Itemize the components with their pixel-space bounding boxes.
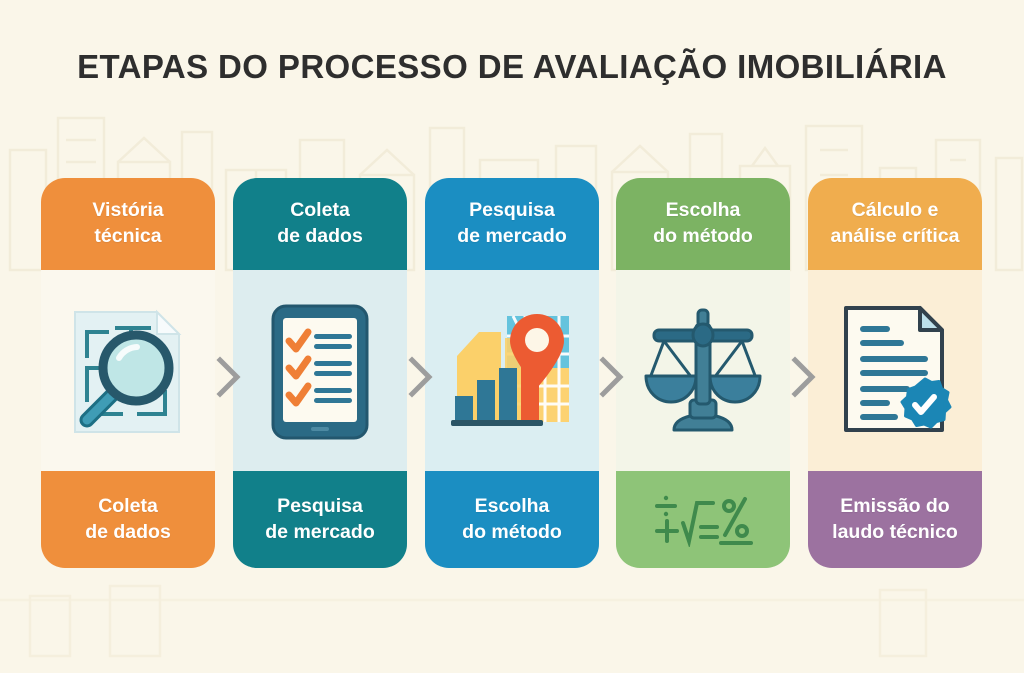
tablet-checklist-icon bbox=[271, 304, 369, 439]
step-card-1[interactable]: Vistória técnica bbox=[41, 178, 215, 568]
process-steps-rail: Vistória técnica bbox=[41, 178, 990, 568]
step-card-5[interactable]: Cálculo e análise crítica bbox=[808, 178, 982, 568]
step-card-3-body bbox=[425, 270, 599, 471]
blueprint-magnifier-icon bbox=[74, 309, 182, 433]
certified-document-icon bbox=[844, 305, 952, 432]
step-card-3-footer: Escolha do método bbox=[425, 471, 599, 568]
step-card-4-body bbox=[616, 270, 790, 471]
step-card-3-footer-line1: Escolha bbox=[474, 494, 550, 517]
barchart-map-pin-icon bbox=[451, 313, 569, 426]
step-card-1-header-line1: Vistória bbox=[92, 199, 164, 222]
step-card-1-body bbox=[41, 270, 215, 471]
step-card-4-header-line2: do método bbox=[653, 225, 753, 247]
step-card-5-header-line1: Cálculo e bbox=[851, 199, 939, 222]
step-card-5-header: Cálculo e análise crítica bbox=[808, 178, 982, 270]
step-card-5-footer-line2: laudo técnico bbox=[832, 520, 958, 543]
step-card-1-footer-line2: de dados bbox=[85, 520, 171, 543]
step-card-3[interactable]: Pesquisa de mercado bbox=[425, 178, 599, 568]
step-card-2[interactable]: Coleta de dados bbox=[233, 178, 407, 568]
step-card-4-footer bbox=[616, 471, 790, 568]
step-card-2-footer-line2: de mercado bbox=[265, 520, 375, 543]
step-card-2-header: Coleta de dados bbox=[233, 178, 407, 270]
step-card-3-header-line2: de mercado bbox=[457, 225, 567, 247]
step-card-5-header-line2: análise crítica bbox=[830, 225, 960, 247]
step-card-5-body bbox=[808, 270, 982, 471]
step-card-1-footer: Coleta de dados bbox=[41, 471, 215, 568]
page-title: ETAPAS DO PROCESSO DE AVALIAÇÃO IMOBILIÁ… bbox=[77, 48, 947, 85]
step-card-2-header-line1: Coleta bbox=[290, 199, 350, 222]
step-card-3-header-line1: Pesquisa bbox=[469, 199, 555, 222]
step-card-2-footer-line1: Pesquisa bbox=[277, 494, 363, 517]
step-card-2-header-line2: de dados bbox=[277, 225, 363, 247]
step-card-3-header: Pesquisa de mercado bbox=[425, 178, 599, 270]
step-card-4-header: Escolha do método bbox=[616, 178, 790, 270]
balance-scales-icon bbox=[644, 308, 762, 431]
step-card-1-header: Vistória técnica bbox=[41, 178, 215, 270]
step-card-5-footer: Emissão do laudo técnico bbox=[808, 471, 982, 568]
step-card-4[interactable]: Escolha do método bbox=[616, 178, 790, 568]
step-card-1-header-line2: técnica bbox=[94, 225, 162, 247]
step-card-3-footer-line2: do método bbox=[462, 520, 562, 543]
step-card-1-footer-line1: Coleta bbox=[98, 494, 158, 517]
step-card-2-footer: Pesquisa de mercado bbox=[233, 471, 407, 568]
step-card-5-footer-line1: Emissão do bbox=[840, 494, 950, 517]
step-card-2-body bbox=[233, 270, 407, 471]
step-card-4-header-line1: Escolha bbox=[665, 199, 741, 222]
math-symbols-icon bbox=[655, 495, 753, 547]
